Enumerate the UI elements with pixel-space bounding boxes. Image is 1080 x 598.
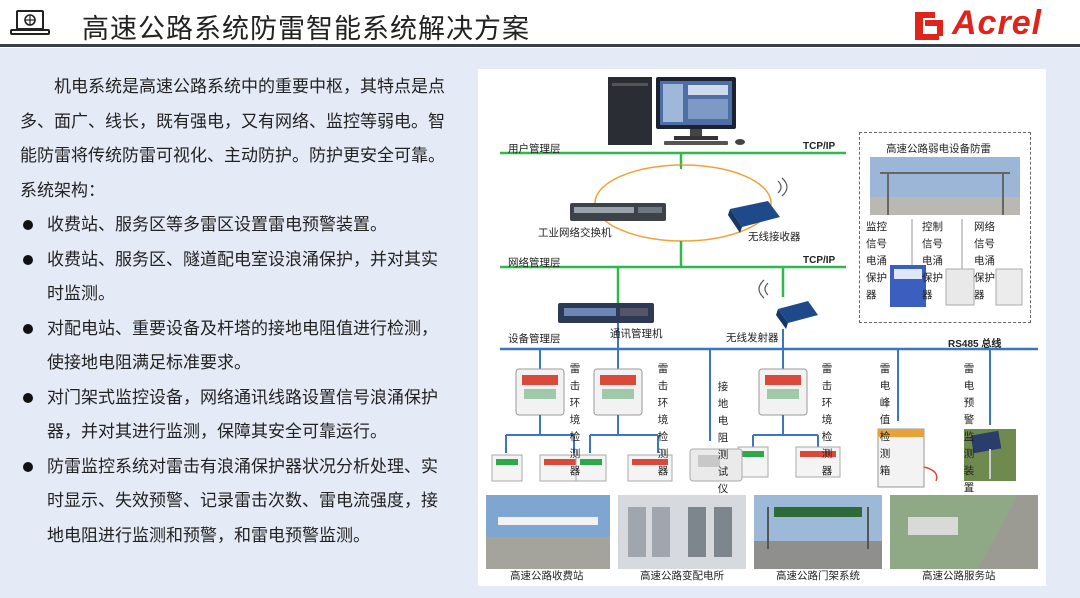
- tcp-label: TCP/IP: [803, 141, 836, 152]
- service-area-photo: [890, 495, 1038, 569]
- acrel-logo-icon: [915, 12, 943, 40]
- detector-icon: [593, 368, 643, 416]
- warning-label: 雷电预警监测装置: [963, 363, 975, 494]
- gantry-system-photo: [754, 495, 882, 569]
- diagram-lines: [486, 77, 1038, 569]
- bullet-item: 对配电站、重要设备及杆塔的接地电阻值进行检测，使接地电阻满足标准要求。: [20, 312, 450, 381]
- switch-label: 工业网络交换机: [538, 227, 612, 239]
- peak-box-icon: [877, 428, 938, 488]
- weak-box-title: 高速公路弱电设备防雷: [886, 143, 991, 155]
- substation-photo: [618, 495, 746, 569]
- bullet-list: 收费站、服务区等多雷区设置雷电预警装置。 收费站、服务区、隧道配电室设浪涌保护，…: [20, 208, 450, 553]
- photo-caption: 高速公路门架系统: [776, 570, 860, 582]
- architecture-heading: 系统架构：: [20, 180, 105, 201]
- receiver-label: 无线接收器: [748, 231, 801, 243]
- spd-label: 监控信号电涌保护器: [866, 221, 887, 301]
- transmitter-icon: [758, 279, 818, 329]
- device-layer-label: 设备管理层: [508, 333, 561, 345]
- header-divider: [0, 44, 1080, 47]
- detector-icon: [758, 368, 808, 416]
- gantry-photo: [870, 157, 1020, 215]
- photo-caption: 高速公路收费站: [510, 570, 584, 582]
- bullet-item: 收费站、服务区等多雷区设置雷电预警装置。: [20, 208, 450, 243]
- comm-manager-icon: [558, 303, 654, 323]
- spd-label: 控制信号电涌保护器: [922, 221, 943, 301]
- logo-text: Acrel: [952, 4, 1043, 42]
- computer-icon: [608, 77, 745, 145]
- header-bar: 高速公路系统防雷智能系统解决方案 Acrel: [0, 0, 1080, 48]
- bullet-item: 防雷监控系统对雷击有浪涌保护器状况分析处理、实时显示、失效预警、记录雷击次数、雷…: [20, 450, 450, 554]
- photo-caption: 高速公路服务站: [922, 570, 996, 582]
- signal-spd-icon: [890, 265, 1023, 307]
- tcp-label: TCP/IP: [803, 255, 836, 266]
- description-panel: 机电系统是高速公路系统中的重要中枢，其特点是点多、面广、线长，既有强电，又有网络…: [20, 70, 450, 553]
- intro-paragraph: 机电系统是高速公路系统中的重要中枢，其特点是点多、面广、线长，既有强电，又有网络…: [20, 77, 445, 166]
- receiver-icon: [728, 177, 788, 233]
- ground-tester-label: 接地电阻测试仪: [717, 381, 729, 495]
- bullet-item: 收费站、服务区、隧道配电室设浪涌保护，并对其实时监测。: [20, 243, 450, 312]
- network-layer-label: 网络管理层: [508, 257, 561, 269]
- surge-protector-icon: [491, 446, 841, 482]
- spd-label: 网络信号电涌保护器: [974, 221, 995, 301]
- warning-device-icon: [964, 429, 1016, 481]
- comm-manager-label: 通讯管理机: [610, 328, 663, 340]
- detector-label: 雷击环境检测器: [657, 363, 669, 477]
- toll-station-photo: [486, 495, 610, 569]
- page-title: 高速公路系统防雷智能系统解决方案: [82, 14, 530, 45]
- photo-caption: 高速公路变配电所: [640, 570, 724, 582]
- detector-label: 雷击环境检测器: [569, 363, 581, 477]
- user-layer-label: 用户管理层: [508, 143, 561, 155]
- detector-icon: [515, 368, 565, 416]
- laptop-icon: [10, 10, 50, 35]
- transmitter-label: 无线发射器: [726, 332, 779, 344]
- rs485-label: RS485 总线: [948, 339, 1002, 350]
- switch-icon: [570, 203, 666, 221]
- bullet-item: 对门架式监控设备，网络通讯线路设置信号浪涌保护器，并对其进行监测，保障其安全可靠…: [20, 381, 450, 450]
- detector-label: 雷击环境检测器: [821, 363, 833, 477]
- system-diagram: 用户管理层 TCP/IP 工业网络交换机 无线接收器 网络管理层 TCP/IP …: [478, 69, 1046, 586]
- ground-tester-icon: [689, 448, 743, 482]
- peak-box-label: 雷电峰值检测箱: [879, 363, 891, 477]
- weak-current-box: 高速公路弱电设备防雷 监控信号电涌保护器 控制信号电涌保护器 网络信号电涌保护器: [859, 132, 1031, 323]
